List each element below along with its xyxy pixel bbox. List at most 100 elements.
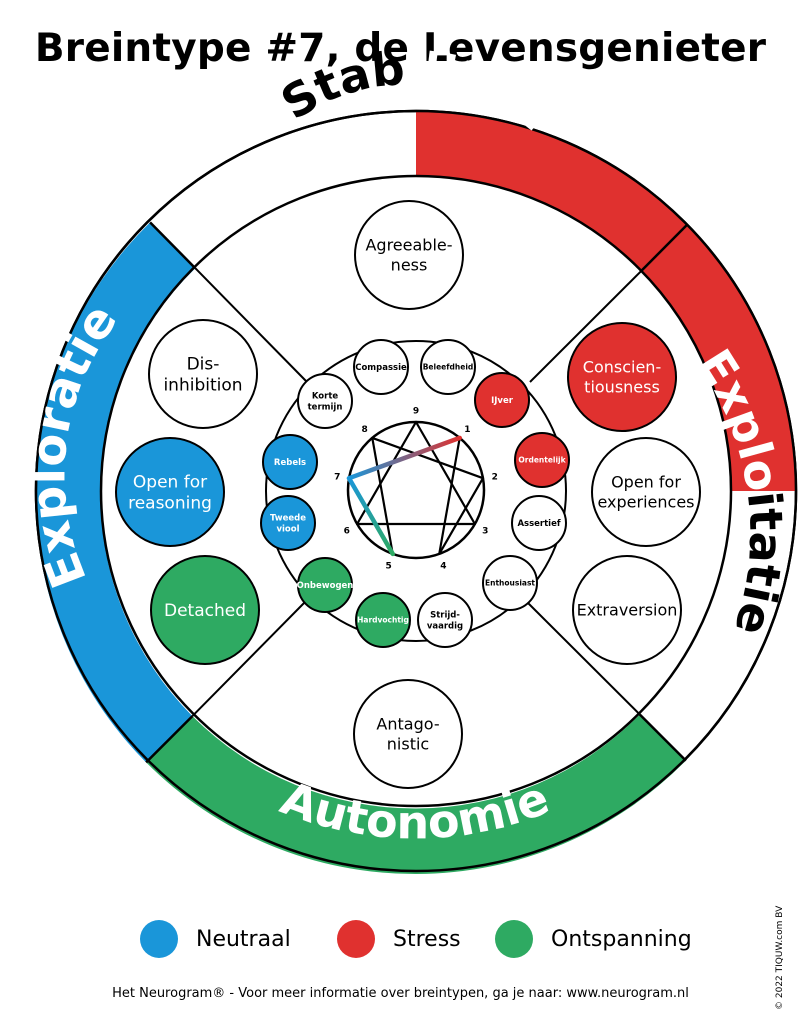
legend-dot-relax	[495, 920, 533, 958]
facet-label-tweede-viool-0: Tweede	[270, 514, 306, 524]
trait-label-conscientiousness-1: tiousness	[584, 378, 660, 397]
facet-label-hardvochtig: Hardvochtig	[357, 616, 409, 625]
trait-label-detached: Detached	[164, 601, 246, 621]
page-title: Breintype #7, de Levensgenieter	[34, 26, 767, 71]
trait-label-open-for-reasoning-0: Open for	[133, 472, 207, 492]
facet-compassie: Compassie	[353, 339, 409, 395]
legend-label-stress: Stress	[393, 926, 461, 952]
trait-detached: Detached	[150, 555, 260, 665]
facet-label-assertief: Assertief	[517, 519, 560, 529]
facet-shape-korte-termijn	[297, 373, 353, 429]
trait-agreeableness: Agreeable-ness	[354, 200, 464, 310]
ring-segment-autonomy	[146, 714, 686, 875]
facet-label-enthousiast: Enthousiast	[485, 579, 535, 588]
trait-label-disinhibition-1: inhibition	[163, 376, 242, 396]
facet-beleefdheid: Beleefdheid	[420, 339, 476, 395]
facet-ijver: IJver	[474, 372, 530, 428]
enneagram-number-2: 2	[492, 473, 498, 483]
ring-segment-exploitation-right	[640, 224, 796, 491]
facet-label-ordentelijk: Ordentelijk	[518, 456, 566, 465]
trait-shape-antagonistic	[353, 679, 463, 789]
copyright-text: © 2022 TIQUW.com BV	[775, 905, 785, 1010]
quadrant-dividers	[191, 267, 642, 717]
legend-stress: Stress	[337, 920, 461, 958]
facet-shape-enthousiast	[482, 555, 538, 611]
facet-label-beleefdheid: Beleefdheid	[423, 363, 474, 372]
enneagram-number-4: 4	[440, 562, 446, 572]
facet-shape-beleefdheid	[420, 339, 476, 395]
enneagram-number-6: 6	[344, 527, 350, 537]
legend-dot-stress	[337, 920, 375, 958]
trait-shape-disinhibition	[148, 319, 258, 429]
enneagram-number-8: 8	[361, 425, 367, 435]
facet-label-korte-termijn-0: Korte	[312, 392, 339, 402]
trait-shape-conscientiousness	[567, 322, 677, 432]
trait-label-open-for-experiences-0: Open for	[611, 473, 681, 492]
facet-shape-assertief	[511, 495, 567, 551]
facet-label-rebels: Rebels	[274, 458, 306, 468]
facet-assertief: Assertief	[511, 495, 567, 551]
facet-label-strijdvaardig-1: vaardig	[427, 621, 463, 631]
trait-label-antagonistic-1: nistic	[387, 735, 429, 754]
trait-shape-extraversion	[572, 555, 682, 665]
facet-label-korte-termijn-1: termijn	[308, 402, 343, 412]
enneagram-circle	[346, 420, 486, 560]
trait-label-open-for-experiences-1: experiences	[597, 493, 694, 512]
facet-label-compassie: Compassie	[355, 363, 407, 373]
trait-shape-detached	[150, 555, 260, 665]
facet-shape-ordentelijk	[514, 432, 570, 488]
trait-label-open-for-reasoning-1: reasoning	[128, 494, 212, 514]
facet-circles: Compassie BeleefdheidIJverOrdentelijkAsse…	[260, 339, 570, 648]
facet-shape-strijdvaardig	[417, 592, 473, 648]
trait-label-antagonistic-0: Antago-	[376, 715, 439, 734]
facet-label-ijver: IJver	[491, 396, 514, 406]
ring-segment-exploitation	[416, 110, 688, 272]
legend-relax: Ontspanning	[495, 920, 692, 958]
trait-label-extraversion: Extraversion	[577, 601, 678, 620]
enneagram-line-2-8	[371, 436, 485, 480]
trait-conscientiousness: Conscien-tiousness	[567, 322, 677, 432]
trait-label-agreeableness-0: Agreeable-	[365, 236, 452, 255]
enneagram-line-8-5	[371, 436, 394, 555]
trait-shape-agreeableness	[354, 200, 464, 310]
enneagram-number-7: 7	[334, 473, 340, 483]
facet-hardvochtig: Hardvochtig	[355, 592, 411, 648]
facet-rebels: Rebels	[262, 434, 318, 490]
facet-shape-onbewogen	[297, 557, 353, 613]
facet-shape-ijver	[474, 372, 530, 428]
trait-antagonistic: Antago-nistic	[353, 679, 463, 789]
legend-neutral: Neutraal	[140, 920, 291, 958]
facet-shape-compassie	[353, 339, 409, 395]
enneagram-highlight-7-5	[346, 475, 395, 557]
enneagram-number-9: 9	[413, 407, 419, 417]
trait-extraversion: Extraversion	[572, 555, 682, 665]
facet-onbewogen: Onbewogen	[297, 557, 353, 613]
enneagram-number-3: 3	[482, 527, 488, 537]
enneagram-line-1-4	[438, 436, 461, 555]
facet-label-tweede-viool-1: viool	[276, 524, 299, 534]
trait-label-agreeableness-1: ness	[391, 256, 428, 275]
enneagram-number-1: 1	[464, 425, 470, 435]
trait-label-disinhibition-0: Dis-	[187, 354, 220, 374]
enneagram-line-4-2	[438, 477, 485, 555]
facet-ordentelijk: Ordentelijk	[514, 432, 570, 488]
legend-dot-neutral	[140, 920, 178, 958]
enneagram-lines	[346, 420, 485, 557]
footer-text: Het Neurogram® - Voor meer informatie ov…	[112, 986, 689, 1001]
facet-label-strijdvaardig-0: Strijd-	[430, 611, 460, 621]
facet-shape-rebels	[262, 434, 318, 490]
trait-shape-open-for-reasoning	[115, 437, 225, 547]
facet-enthousiast: Enthousiast	[482, 555, 538, 611]
legend-label-neutral: Neutraal	[196, 926, 291, 952]
trait-shape-open-for-experiences	[591, 437, 701, 547]
ring-segment-exploration	[35, 222, 196, 763]
facet-strijdvaardig: Strijd-vaardig	[417, 592, 473, 648]
enneagram-highlight-7-1	[346, 435, 462, 481]
